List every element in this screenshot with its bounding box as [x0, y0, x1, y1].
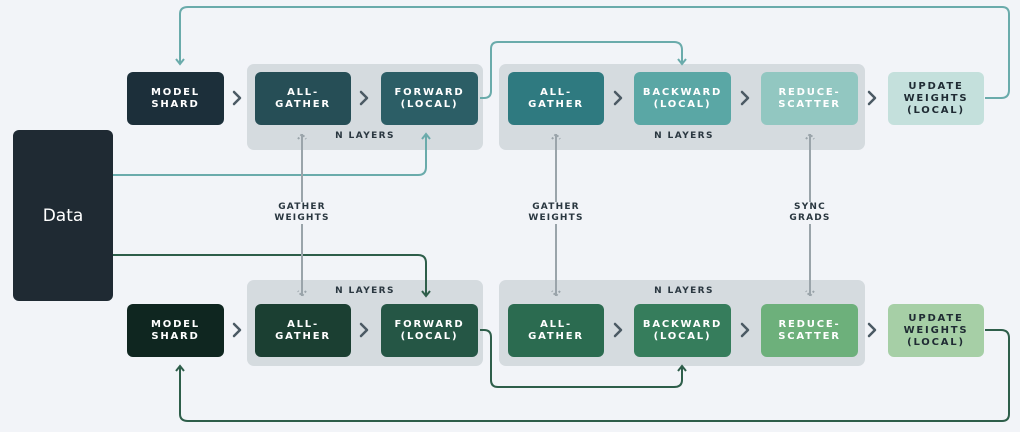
bottom-reduce-scatter-box: REDUCE- SCATTER: [761, 304, 858, 357]
data-source-box: Data: [13, 130, 113, 301]
gather-weights-bwd-label: GATHER WEIGHTS: [506, 202, 606, 224]
top-all-gather-fwd-box: ALL- GATHER: [255, 72, 351, 125]
sync-grads-label: SYNC GRADS: [760, 202, 860, 224]
bottom-backward-box: BACKWARD (LOCAL): [634, 304, 731, 357]
gather-weights-fwd-label: GATHER WEIGHTS: [252, 202, 352, 224]
bottom-loop-arrow: [175, 329, 1010, 422]
top-model-shard-box: MODEL SHARD: [127, 72, 224, 125]
top-forward-group-label: N LAYERS: [335, 131, 395, 141]
top-forward-to-backward-arrow: [480, 41, 687, 99]
bottom-all-gather-fwd-box: ALL- GATHER: [255, 304, 351, 357]
bottom-forward-group-label: N LAYERS: [335, 286, 395, 296]
bottom-forward-box: FORWARD (LOCAL): [381, 304, 478, 357]
top-update-weights-box: UPDATE WEIGHTS (LOCAL): [888, 72, 984, 125]
bottom-all-gather-bwd-box: ALL- GATHER: [508, 304, 604, 357]
top-loop-arrow: [175, 6, 1010, 99]
top-backward-group-label: N LAYERS: [654, 131, 714, 141]
top-reduce-scatter-box: REDUCE- SCATTER: [761, 72, 858, 125]
top-forward-box: FORWARD (LOCAL): [381, 72, 478, 125]
data-to-bottom-forward-arrow: [113, 254, 431, 298]
bottom-backward-group-label: N LAYERS: [654, 286, 714, 296]
top-backward-box: BACKWARD (LOCAL): [634, 72, 731, 125]
top-all-gather-bwd-box: ALL- GATHER: [508, 72, 604, 125]
step-chevrons: [232, 90, 877, 338]
data-to-top-forward-arrow: [113, 132, 431, 176]
data-label: Data: [42, 205, 84, 226]
bottom-update-weights-box: UPDATE WEIGHTS (LOCAL): [888, 304, 984, 357]
bottom-model-shard-box: MODEL SHARD: [127, 304, 224, 357]
bottom-forward-to-backward-arrow: [480, 329, 687, 388]
